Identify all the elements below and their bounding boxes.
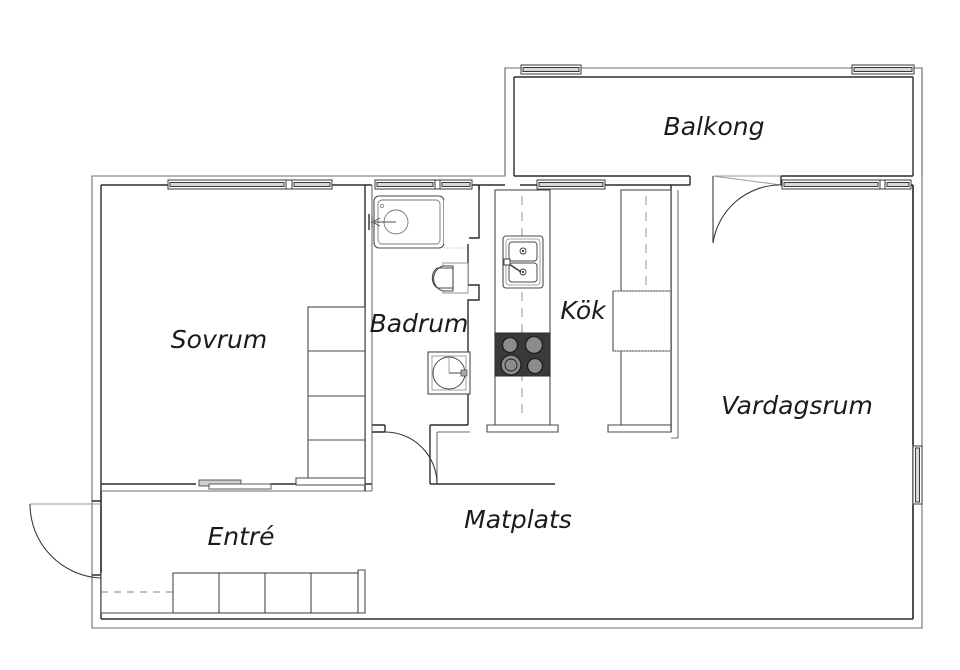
room-label-matplats: Matplats [464,505,572,534]
bathroom-east-wall [467,185,480,425]
balcony-window-right [851,64,915,75]
bathroom-door [384,431,438,485]
wardrobe-sovrum [295,306,366,486]
bathroom-south-wall-face [436,431,470,484]
kitchen-window [536,179,606,190]
balcony-window-left [520,64,582,75]
kitchen-sink [502,235,544,289]
room-label-badrum: Badrum [370,309,469,338]
living-room-window [781,179,912,190]
balcony-door [712,175,782,244]
bedroom-sliding-door [198,479,272,490]
room-label-kok: Kök [560,296,607,325]
washing-machine [427,351,471,395]
balcony-outline [513,76,914,177]
room-label-vardagsrum: Vardagsrum [721,391,873,420]
toilet [431,262,469,294]
room-labels: Sovrum Badrum Kök Balkong Vardagsrum Mat… [171,112,873,551]
entrance-door [29,503,102,579]
bathtub [368,195,469,249]
bathroom-south-wall [372,424,555,485]
room-label-balkong: Balkong [664,112,765,141]
cooktop [494,332,551,377]
kitchen-living-wall-b [671,190,679,439]
entre-step-ledge [92,500,101,576]
room-label-entre: Entré [207,522,274,551]
doors [29,175,782,579]
balcony-jamb [689,176,782,185]
kitchen-counter-right [607,189,672,433]
fixtures [100,189,672,614]
closet-entre [100,569,366,614]
windows [167,64,923,505]
living-room-side-window [912,445,923,505]
kitchen-counter-left [486,189,559,433]
bathroom-window [374,179,473,190]
room-label-sovrum: Sovrum [171,325,267,354]
bedroom-window [167,179,333,190]
